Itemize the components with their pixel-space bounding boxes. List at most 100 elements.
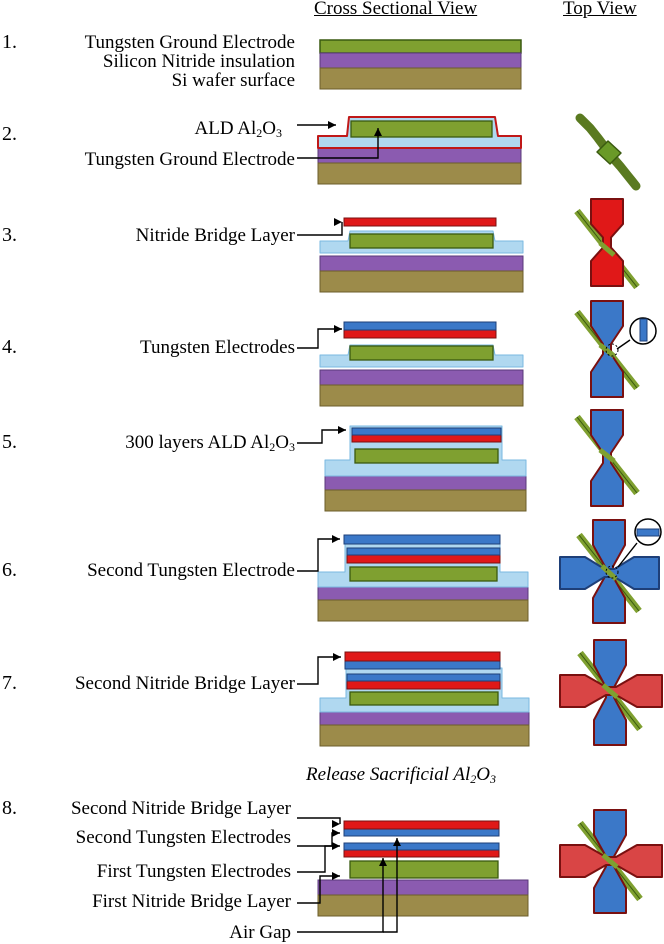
arrow-8-air-gap-2-arrowhead [393,838,401,846]
second-tungsten-electrode-7 [344,660,501,670]
label-tungsten-ground-electrode: Tungsten Ground Electrode [84,32,295,53]
arrow-second-tungsten-line [297,538,340,572]
zoom-inset-leader-4 [616,339,631,350]
label-second-tungsten-electrodes-8: Second Tungsten Electrodes [75,827,291,848]
first-tungsten-electrodes-8 [343,842,500,851]
zoom-inset-gap-6 [636,528,660,537]
nitride-bridge-layer-7 [346,680,501,690]
arrow-nitride-bridge-3-line [297,222,343,236]
tungsten-electrodes-7 [346,673,501,682]
nitride-insulation-3 [319,255,524,272]
step-number-8: 8. [2,797,17,819]
tungsten-electrodes-5 [351,427,502,436]
zoom-target-circle-4 [605,343,619,357]
arrow-tungsten-ground-arrowhead [374,128,382,136]
top-view-header: Top View [563,0,637,19]
ground-crossing-top-5 [598,448,616,463]
label-nitride-bridge-layer: Nitride Bridge Layer [135,225,295,246]
zoom-inset-leader-6 [617,542,638,568]
arrow-nitride-bridge-3-arrowhead [334,218,342,226]
nitride-bridge-top-view-3 [590,198,624,287]
second-tungsten-electrode-6 [343,534,501,545]
ground-crossing-top-3 [598,241,616,257]
tungsten-ground-electrode-7 [349,691,499,706]
si-wafer-3 [319,270,524,293]
cross-sectional-view-header: Cross Sectional View [314,0,478,19]
arrow-8-air-gap-2-line [383,838,398,933]
arrow-second-nitride-bridge-arrowhead [333,653,341,661]
arrow-300-layers-line [297,429,346,444]
nitride-insulation-2 [317,147,522,164]
label-first-nitride-bridge-layer-8: First Nitride Bridge Layer [92,891,291,912]
tungsten-ground-electrode-2 [350,120,493,138]
arrow-tungsten-electrodes-line [297,328,342,349]
tungsten-ground-electrode-1 [319,39,522,54]
arrow-8-first-tungsten-arrowhead [332,842,340,850]
second-nitride-bridge-7 [344,651,501,662]
label-air-gap: Air Gap [229,922,291,943]
label-first-tungsten-electrodes-8: First Tungsten Electrodes [96,861,291,882]
nitride-bridge-layer-3 [343,217,497,227]
ground-crossing-top-4 [598,343,616,358]
release-sacrificial-note: Release Sacrificial Al2O3 [306,764,497,786]
si-wafer-1 [319,67,522,90]
arrow-8-first-nitride-line [297,875,340,904]
si-wafer-7 [319,724,530,747]
step-number-4: 4. [2,336,17,358]
ground-crossing-top-7 [601,683,619,699]
label-silicon-nitride-insulation: Silicon Nitride insulation [102,51,295,72]
nitride-bridge-layer-6 [346,554,501,564]
tungsten-ground-electrode-6 [349,566,498,582]
ground-crossing-top-8 [601,853,619,869]
step-number-2: 2. [2,123,17,145]
step-number-6: 6. [2,559,17,581]
si-wafer-6 [317,599,529,622]
si-wafer-4 [319,384,524,407]
si-wafer-5 [324,489,527,512]
tungsten-ground-electrode-4 [349,345,494,361]
si-wafer-8 [317,894,529,917]
arrow-8-second-nitride-line [297,817,341,824]
tungsten-electrodes-6 [346,547,501,556]
label-tungsten-ground-electrode-2: Tungsten Ground Electrode [84,149,295,170]
step-number-3: 3. [2,224,17,246]
step-number-1: 1. [2,31,17,53]
arrow-8-first-nitride-arrowhead [332,872,340,880]
ground-crossing-top-6 [600,564,618,581]
label-second-tungsten-electrode: Second Tungsten Electrode [87,560,295,581]
label-300-layers-ald-al2o3: 300 layers ALD Al2O3 [125,432,295,454]
arrow-300-layers-arrowhead [338,426,346,434]
label-second-nitride-bridge-layer: Second Nitride Bridge Layer [74,673,295,694]
label-tungsten-electrodes: Tungsten Electrodes [140,337,295,358]
zoom-inset-gap-4 [639,318,648,342]
arrow-second-tungsten-arrowhead [332,535,340,543]
ground-pad-top-view-2 [596,140,622,165]
second-nitride-bridge-8 [343,820,500,830]
nitride-insulation-1 [319,52,522,69]
tungsten-ground-electrode-8 [349,860,499,879]
arrow-8-first-tungsten-line [297,845,340,873]
step-number-7: 7. [2,672,17,694]
step-number-5: 5. [2,431,17,453]
arrow-tungsten-ground-line [297,128,379,159]
label-si-wafer-surface: Si wafer surface [171,70,295,91]
tungsten-electrodes-4 [343,321,497,331]
arrow-8-second-tungsten-arrowhead [332,829,340,837]
arrow-tungsten-electrodes-arrowhead [334,325,342,333]
tungsten-ground-electrode-3 [349,233,494,249]
nitride-bridge-layer-4 [343,329,497,339]
arrow-second-nitride-bridge-line [297,656,341,685]
tungsten-ground-electrode-5 [354,448,499,464]
si-wafer-2 [317,162,522,185]
nitride-insulation-4 [319,369,524,386]
arrow-ald-al2o3-arrowhead [328,121,336,129]
nitride-insulation-8 [317,879,529,896]
second-tungsten-electrodes-8 [343,828,500,837]
label-second-nitride-bridge-layer-8: Second Nitride Bridge Layer [70,798,291,819]
zoom-target-circle-6 [605,565,619,579]
arrow-8-second-nitride-arrowhead [332,820,340,828]
arrow-8-air-gap-1-arrowhead [379,858,387,866]
nitride-insulation-5 [324,474,527,491]
label-ald-al2o3: ALD Al2O3 [194,118,282,140]
